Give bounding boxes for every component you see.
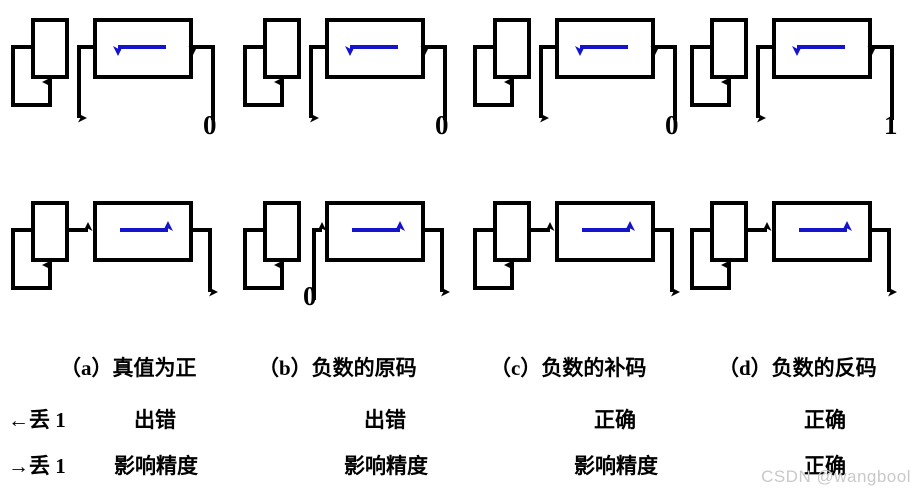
caption-a: （a）真值为正	[60, 356, 197, 380]
fill-in-path	[662, 45, 677, 120]
discard-out-path	[539, 45, 557, 112]
shift-unit-top-c	[473, 18, 677, 123]
discard-out-path	[653, 228, 674, 286]
sign-bit-box	[263, 18, 301, 79]
shift-unit-top-d	[690, 18, 894, 123]
discard-out-path	[309, 45, 327, 112]
result-row-right-shift: →丢 1 影响精度 影响精度 影响精度 正确	[0, 450, 917, 480]
sign-bit-box	[710, 18, 748, 79]
bit-label-top-c: 0	[665, 110, 679, 140]
row-head-left-shift: ←丢 1	[8, 408, 66, 432]
discard-out-path	[756, 45, 774, 112]
result-left-d: 正确	[804, 408, 846, 432]
caption-b: （b）负数的原码	[258, 356, 417, 380]
result-left-a: 出错	[134, 408, 176, 432]
sign-bit-box	[31, 201, 69, 262]
result-right-d: 正确	[804, 454, 846, 478]
caption-d: （d）负数的反码	[718, 356, 877, 380]
fill-in-path	[432, 45, 447, 120]
result-left-c: 正确	[594, 408, 636, 432]
bit-label-top-b: 0	[435, 110, 449, 140]
watermark-text: CSDN @wangbool	[761, 467, 911, 486]
sign-bit-box	[493, 201, 531, 262]
row-head-right-shift: →丢 1	[8, 454, 66, 478]
shift-unit-top-b	[243, 18, 447, 123]
sign-bit-box	[493, 18, 531, 79]
top-shift-diagram-group	[11, 18, 894, 123]
discard-out-path	[870, 228, 891, 286]
sign-bit-box	[710, 201, 748, 262]
result-left-b: 出错	[364, 408, 406, 432]
bit-label-bottom-b: 0	[303, 281, 317, 311]
fill-in-path	[879, 45, 894, 120]
caption-c: （c）负数的补码	[490, 356, 647, 380]
sign-bit-box	[263, 201, 301, 262]
discard-out-path	[77, 45, 95, 112]
fill-in-path	[200, 45, 215, 120]
discard-out-path	[423, 228, 444, 286]
bit-label-top-d: 1	[884, 110, 898, 140]
shift-unit-bottom-a	[11, 201, 218, 297]
shift-unit-bottom-b	[243, 201, 450, 300]
shift-unit-bottom-d	[690, 201, 897, 297]
result-right-b: 影响精度	[344, 454, 428, 478]
result-right-c: 影响精度	[574, 454, 658, 478]
result-row-left-shift: ←丢 1 出错 出错 正确 正确	[0, 404, 917, 434]
caption-row: （a）真值为正 （b）负数的原码 （c）负数的补码 （d）负数的反码	[0, 352, 917, 382]
sign-bit-box	[31, 18, 69, 79]
bit-label-top-a: 0	[203, 110, 217, 140]
discard-out-path	[191, 228, 212, 286]
result-right-a: 影响精度	[114, 454, 198, 478]
shift-unit-bottom-c	[473, 201, 680, 297]
bottom-shift-diagram-group	[11, 201, 897, 300]
shift-unit-top-a	[11, 18, 215, 123]
